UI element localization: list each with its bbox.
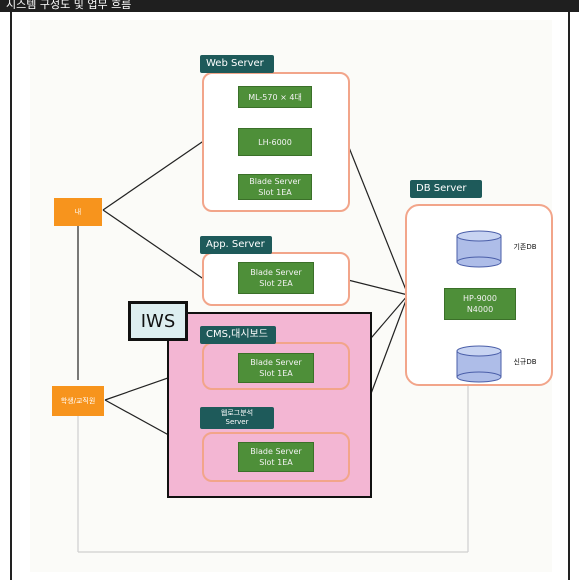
db-server-title: DB Server	[410, 180, 482, 198]
iws-label: IWS	[128, 301, 188, 341]
web-server-item-1: ML-570 × 4대	[238, 86, 312, 108]
app-server-title: App. Server	[200, 236, 272, 254]
database-icon	[456, 345, 502, 383]
db-server-item-1: HP-9000 N4000	[444, 288, 516, 320]
app-server-item-1: Blade Server Slot 2EA	[238, 262, 314, 294]
cms-group	[202, 342, 350, 390]
new-db-storage: 신규DB	[456, 345, 537, 383]
log-server-item-1: Blade Server Slot 1EA	[238, 442, 314, 472]
left-bottom-node: 학생/교직원	[52, 386, 104, 416]
top-banner: 시스템 구성도 및 업무 흐름	[0, 0, 579, 12]
legacy-db-storage: 기존DB	[456, 230, 537, 268]
cms-item-1: Blade Server Slot 1EA	[238, 353, 314, 383]
frame	[10, 12, 570, 580]
log-server-group	[202, 432, 350, 482]
web-server-item-2: LH-6000	[238, 128, 312, 156]
legacy-db-label: 기존DB	[513, 243, 537, 251]
web-server-item-3: Blade Server Slot 1EA	[238, 174, 312, 200]
web-server-title: Web Server	[200, 55, 274, 73]
log-server-title: 웹로그분석 Server	[200, 407, 274, 429]
cms-title: CMS,대시보드	[200, 326, 276, 344]
database-icon	[456, 230, 502, 268]
left-top-node: 내	[54, 198, 102, 226]
banner-text: 시스템 구성도 및 업무 흐름	[6, 0, 132, 11]
new-db-label: 신규DB	[513, 358, 537, 366]
